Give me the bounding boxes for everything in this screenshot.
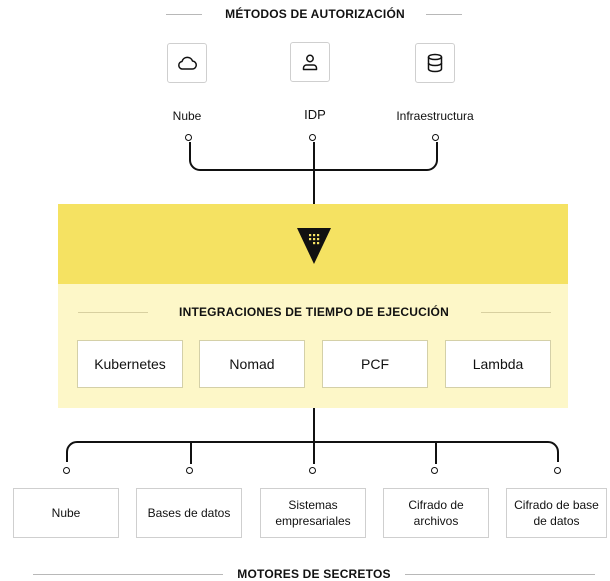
auth-item-nube-box[interactable] (167, 43, 207, 83)
engines-title-rule-left (33, 574, 223, 575)
database-icon (427, 53, 443, 73)
runtime-item-pcf[interactable]: PCF (322, 340, 428, 388)
vault-logo-icon (297, 228, 331, 264)
connector-trunk-bottom (313, 408, 315, 442)
auth-title-rule-left (166, 14, 202, 15)
engine-item-cifrado-de-archivos[interactable]: Cifrado de archivos (383, 488, 489, 538)
connector-corners-bottom (66, 441, 559, 462)
connector-line (313, 442, 315, 464)
auth-label-infraestructura: Infraestructura (396, 109, 474, 123)
connector-dot (185, 134, 192, 141)
runtime-item-nomad[interactable]: Nomad (199, 340, 305, 388)
auth-item-idp-box[interactable] (290, 42, 330, 82)
engine-item-nube[interactable]: Nube (13, 488, 119, 538)
connector-dot (432, 134, 439, 141)
connector-dot (309, 134, 316, 141)
cloud-icon (178, 56, 197, 70)
secret-engines-title: MOTORES DE SECRETOS (237, 567, 391, 581)
connector-dot (431, 467, 438, 474)
runtime-title-rule-left (78, 312, 148, 313)
connector-dot (554, 467, 561, 474)
connector-line (435, 442, 437, 464)
connector-line (190, 442, 192, 464)
connector-dot (309, 467, 316, 474)
runtime-title: INTEGRACIONES DE TIEMPO DE EJECUCIÓN (179, 305, 449, 319)
auth-item-infraestructura-box[interactable] (415, 43, 455, 83)
runtime-item-lambda[interactable]: Lambda (445, 340, 551, 388)
connector-corners (189, 150, 438, 171)
auth-label-nube: Nube (172, 109, 202, 123)
engines-title-rule-right (405, 574, 595, 575)
auth-label-idp: IDP (304, 107, 326, 122)
runtime-item-kubernetes[interactable]: Kubernetes (77, 340, 183, 388)
runtime-title-rule-right (481, 312, 551, 313)
engine-item-bases-de-datos[interactable]: Bases de datos (136, 488, 242, 538)
auth-methods-title: MÉTODOS DE AUTORIZACIÓN (225, 7, 405, 21)
auth-title-rule-right (426, 14, 462, 15)
connector-dot (63, 467, 70, 474)
user-icon (302, 54, 318, 71)
connector-trunk-top (313, 142, 315, 204)
connector-dot (186, 467, 193, 474)
engine-item-cifrado-de-base-de-datos[interactable]: Cifrado de base de datos (506, 488, 607, 538)
engine-item-sistemas-empresariales[interactable]: Sistemas empresariales (260, 488, 366, 538)
